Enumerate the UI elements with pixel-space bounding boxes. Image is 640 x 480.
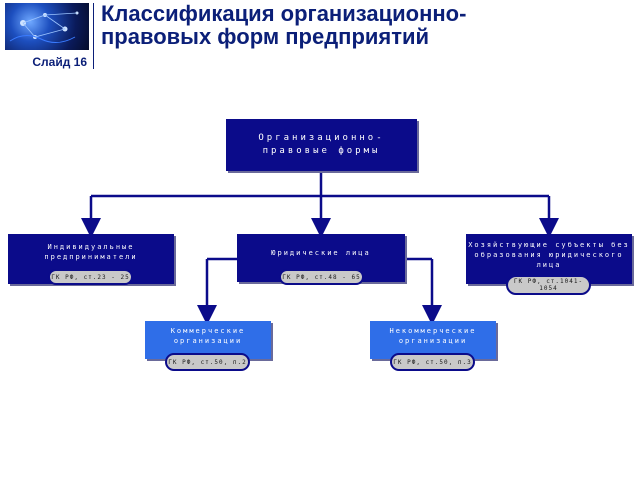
individual-ref-badge: ГК РФ, ст.23 - 25 — [48, 269, 133, 285]
noncommercial-ref-badge: ГК РФ, ст.50, п.3 — [390, 353, 475, 371]
economic-ref-badge: ГК РФ, ст.1041-1054 — [506, 275, 591, 295]
legal-ref-badge: ГК РФ, ст.48 - 65 — [279, 269, 364, 285]
root-box: Организационно-правовые формы — [226, 119, 417, 171]
commercial-ref-badge: ГК РФ, ст.50, п.2 — [165, 353, 250, 371]
